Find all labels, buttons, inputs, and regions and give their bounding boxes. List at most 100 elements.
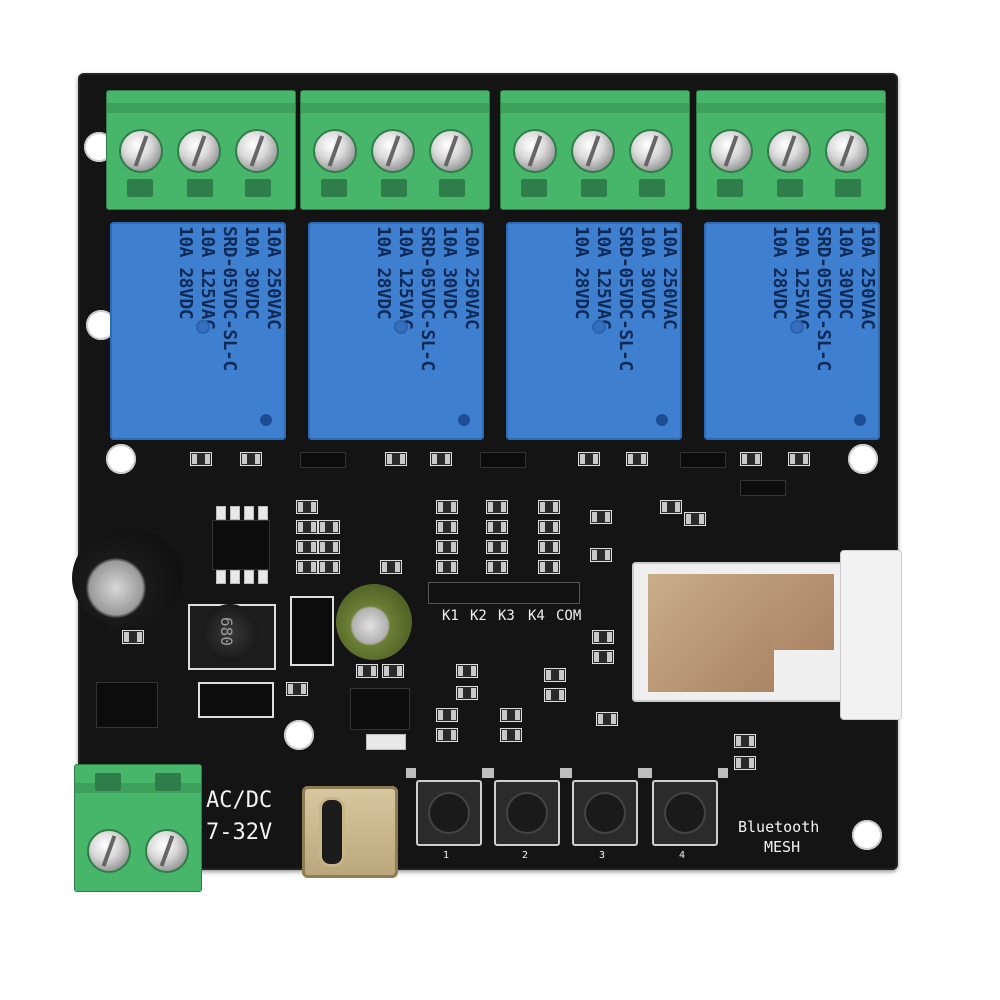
resistor [590,548,612,562]
button-label-3: 3 [599,850,606,861]
screw-icon [145,829,189,873]
regulator [350,688,410,730]
resistor [286,682,308,696]
resistor [380,560,402,574]
screw-icon [119,129,163,173]
relay-4: 10A 250VAC 10A 30VDC SRD-05VDC-SL-C 10A … [704,222,880,440]
relay-text-1: 10A 250VAC [659,226,680,330]
screw-icon [235,129,279,173]
led [430,452,452,466]
terminal-block-4 [696,90,886,210]
button-label-2: 2 [522,850,529,861]
button-label-4: 4 [679,850,686,861]
resistor [296,500,318,514]
power-label-1: AC/DC [206,788,273,813]
resistor [538,540,560,554]
resistor [436,540,458,554]
resistor [500,728,522,742]
screw-icon [87,829,131,873]
relay-text-2: 10A 30VDC [637,226,658,320]
resistor [436,728,458,742]
screw-icon [429,129,473,173]
resistor [544,668,566,682]
resistor [436,520,458,534]
push-button-4[interactable] [642,768,728,846]
relay-text-1: 10A 250VAC [263,226,284,330]
resistor [596,712,618,726]
push-button-1[interactable] [406,768,492,846]
led [788,452,810,466]
electrolytic-capacitor [72,528,182,628]
push-button-2[interactable] [484,768,570,846]
resistor [734,734,756,748]
white-connector [840,550,902,720]
relay-model: SRD-05VDC-SL-C [219,226,240,371]
bluetooth-module [632,562,844,702]
screw-icon [571,129,615,173]
led [578,452,600,466]
diode [300,452,346,468]
diode [680,452,726,468]
led [385,452,407,466]
resistor [592,630,614,644]
mounting-hole [848,444,878,474]
inductor-coil [202,604,258,662]
ic-chip [212,520,270,570]
relay-text-1: 10A 250VAC [461,226,482,330]
resistor [660,500,682,514]
resistor [486,560,508,574]
brand-line-2: MESH [764,838,801,856]
relay-model: SRD-05VDC-SL-C [813,226,834,371]
relay-text-2: 10A 30VDC [439,226,460,320]
relay-text-5: 10A 28VDC [175,226,196,320]
resistor [296,520,318,534]
resistor [436,708,458,722]
mosfet [290,596,334,666]
label-com: COM [556,608,582,624]
resistor [296,560,318,574]
label-k2: K2 [470,608,487,624]
push-button-3[interactable] [562,768,648,846]
screw-icon [825,129,869,173]
power-terminal-block [74,764,202,892]
relay-text-2: 10A 30VDC [835,226,856,320]
resistor [456,686,478,700]
screw-icon [767,129,811,173]
screw-icon [513,129,557,173]
screw-icon [313,129,357,173]
resistor [486,500,508,514]
resistor [538,520,560,534]
relay-text-2: 10A 30VDC [241,226,262,320]
diode [740,480,786,496]
resistor [318,540,340,554]
inductor-label: 680 [216,617,236,646]
resistor [544,688,566,702]
resistor [538,560,560,574]
relay-2: 10A 250VAC 10A 30VDC SRD-05VDC-SL-C 10A … [308,222,484,440]
relay-text-5: 10A 28VDC [571,226,592,320]
led [626,452,648,466]
relay-text-5: 10A 28VDC [769,226,790,320]
terminal-block-2 [300,90,490,210]
mounting-hole [284,720,314,750]
resistor [436,500,458,514]
button-label-1: 1 [443,850,450,861]
resistor [538,500,560,514]
relay-3: 10A 250VAC 10A 30VDC SRD-05VDC-SL-C 10A … [506,222,682,440]
relay-text-1: 10A 250VAC [857,226,878,330]
resistor [456,664,478,678]
resistor [684,512,706,526]
resistor [436,560,458,574]
relay-model: SRD-05VDC-SL-C [417,226,438,371]
regulator [96,682,158,728]
mounting-hole [852,820,882,850]
terminal-block-1 [106,90,296,210]
relay-text-5: 10A 28VDC [373,226,394,320]
resistor [500,708,522,722]
terminal-block-3 [500,90,690,210]
label-k3: K3 [498,608,515,624]
screw-icon [709,129,753,173]
resistor [318,520,340,534]
usb-c-port[interactable] [302,786,398,878]
screw-icon [371,129,415,173]
